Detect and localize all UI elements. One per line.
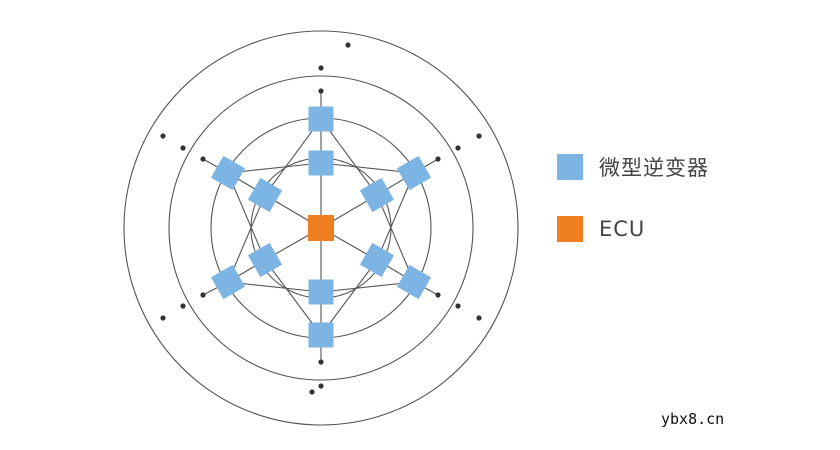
inverter-swatch-icon	[557, 154, 583, 180]
panel-dot	[318, 65, 324, 71]
panel-dot	[435, 156, 441, 162]
microinverter-node	[247, 242, 283, 278]
legend: 微型逆变器 ECU	[557, 152, 709, 276]
microinverter-node	[359, 242, 395, 278]
microinverter-node	[396, 155, 432, 191]
connection-line	[227, 194, 266, 283]
ring	[168, 75, 474, 381]
panel-dot	[160, 133, 166, 139]
connection-line	[376, 172, 415, 261]
microinverter-node	[247, 177, 283, 213]
watermark: ybx8.cn	[661, 410, 725, 428]
microinverter-node	[308, 150, 334, 176]
microinverter-node	[210, 155, 246, 191]
microinverter-node	[308, 279, 334, 305]
microinverter-node	[210, 264, 246, 300]
panel-dot	[476, 133, 482, 139]
ring	[123, 30, 519, 426]
connection-line	[227, 162, 322, 174]
legend-item-inverter: 微型逆变器	[557, 152, 709, 182]
panel-dot	[345, 42, 351, 48]
connection-line	[320, 281, 415, 293]
panel-dots	[160, 42, 482, 395]
microinverter-node	[308, 322, 334, 348]
panel-dot	[435, 292, 441, 298]
connection-line	[264, 118, 322, 196]
panel-dot	[180, 145, 186, 151]
panel-dot	[200, 292, 206, 298]
legend-label: 微型逆变器	[599, 156, 709, 180]
panel-dot	[309, 389, 315, 395]
ecu-node	[308, 215, 334, 241]
device-nodes	[210, 106, 432, 348]
microinverter-node	[359, 177, 395, 213]
legend-label: ECU	[599, 217, 646, 241]
legend-item-ecu: ECU	[557, 214, 709, 244]
microinverter-node	[308, 106, 334, 132]
connection-line	[376, 194, 415, 283]
panel-dot	[200, 156, 206, 162]
panel-dot	[476, 315, 482, 321]
panel-dot	[455, 303, 461, 309]
panel-dot	[318, 383, 324, 389]
panel-dot	[318, 359, 324, 365]
panel-dot	[180, 303, 186, 309]
ecu-swatch-icon	[557, 216, 583, 242]
panel-dot	[455, 145, 461, 151]
microinverter-node	[396, 264, 432, 300]
panel-dot	[318, 88, 324, 94]
connection-line	[320, 118, 378, 196]
connection-line	[320, 162, 415, 174]
panel-dot	[160, 315, 166, 321]
connection-line	[227, 172, 266, 261]
connection-line	[227, 281, 322, 293]
